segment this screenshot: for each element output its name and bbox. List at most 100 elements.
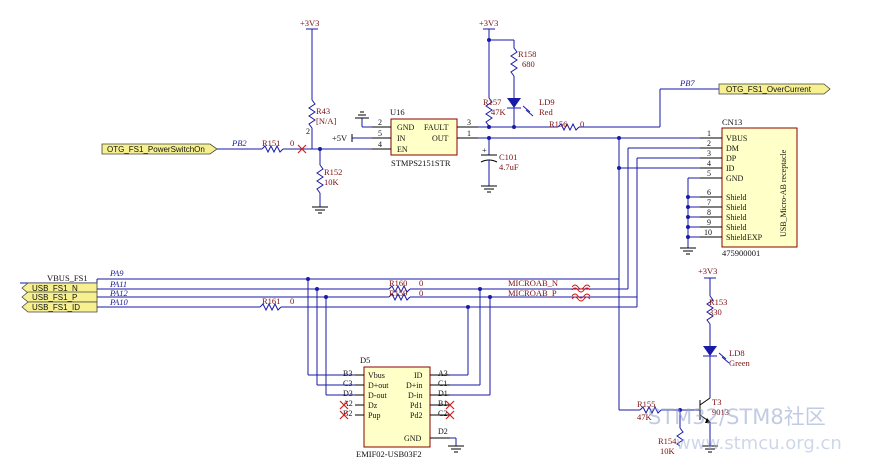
ld9-led <box>507 98 521 108</box>
r155-value: 47K <box>637 412 653 422</box>
usb-fs1-p-label: USB_FS1_P <box>32 293 77 302</box>
d5-num-c2: C2 <box>438 409 447 418</box>
ground-symbol-t3 <box>702 445 718 453</box>
cn13-num-4: 4 <box>707 159 711 168</box>
r158-ref: R158 <box>518 49 536 59</box>
otg-power-label: OTG_FS1_PowerSwitchOn <box>107 145 205 154</box>
otg-overcurrent-flag <box>718 83 831 95</box>
u16-num-3: 3 <box>467 118 471 127</box>
cn13-pin-exp: EXP <box>747 233 763 242</box>
r157-value: 47K <box>491 107 507 117</box>
cn13-num-10: 10 <box>704 228 712 237</box>
u16-num-2: 2 <box>378 118 382 127</box>
u16-part: STMPS2151STR <box>391 158 451 168</box>
pa11-label: PA11 <box>109 279 127 289</box>
r154-resistor <box>676 427 684 447</box>
pa12-label: PA12 <box>109 288 129 298</box>
r157-resistor <box>485 97 493 127</box>
d5-pin-pd2: Pd2 <box>410 411 422 420</box>
cn13-num-2: 2 <box>707 139 711 148</box>
d5-part: EMIF02-USB03F2 <box>356 449 422 459</box>
d5-pin-dmin: D-in <box>408 391 423 400</box>
pb2-label: PB2 <box>231 138 247 148</box>
d5-pin-pd1: Pd1 <box>410 401 422 410</box>
t3-value: 9013 <box>712 407 729 417</box>
vbus-fs1-label: VBUS_FS1 <box>47 273 88 283</box>
ld8-value: Green <box>729 358 751 368</box>
u16-num-4: 4 <box>378 140 382 149</box>
r161-value: 0 <box>290 296 294 306</box>
r161-ref: R161 <box>262 296 280 306</box>
cn13-num-9: 9 <box>707 218 711 227</box>
cn13-pin-gnd: GND <box>726 174 744 183</box>
r156-ref: R156 <box>549 119 567 129</box>
d5-num-b3: B3 <box>343 369 352 378</box>
watermark-line2: www.stmcu.org.cn <box>676 433 842 454</box>
r160-ref: R160 <box>389 278 407 288</box>
r152-ref: R152 <box>324 167 342 177</box>
d5-pin-id: ID <box>414 371 423 380</box>
c101-value: 4.7uF <box>499 162 519 172</box>
svg-text:+: + <box>482 145 487 155</box>
u16-num-5: 5 <box>378 129 382 138</box>
u16-ref: U16 <box>390 107 405 117</box>
cn13-pin-vbus: VBUS <box>726 134 747 143</box>
d5-num-d2: D2 <box>438 427 448 436</box>
r153-resistor <box>706 295 714 325</box>
cn13-pin-dm: DM <box>726 144 739 153</box>
cn13-pin-id: ID <box>726 164 735 173</box>
t3-ref: T3 <box>712 397 721 407</box>
power-label-5v: +5V <box>332 133 348 143</box>
r158-value: 680 <box>522 59 535 69</box>
r154-ref: R154 <box>658 436 677 446</box>
u16-pin-in: IN <box>397 134 406 143</box>
u16-pin-gnd: GND <box>397 123 415 132</box>
r157-ref: R157 <box>483 97 501 107</box>
d5-num-a3: A3 <box>438 369 448 378</box>
u16-pin-en: EN <box>397 145 408 154</box>
d5-pin-dpin: D+in <box>406 381 423 390</box>
cn13-num-8: 8 <box>707 208 711 217</box>
d5-pin-vbus: Vbus <box>368 371 385 380</box>
cn13-pin-dp: DP <box>726 154 737 163</box>
ld9-value: Red <box>539 107 553 117</box>
ground-symbol-c101 <box>481 185 497 193</box>
cn13-num-6: 6 <box>707 188 711 197</box>
d5-num-b1: B1 <box>438 399 447 408</box>
r156-value: 0 <box>580 119 584 129</box>
r43-ref: R43 <box>316 106 330 116</box>
cn13-num-3: 3 <box>707 149 711 158</box>
d5-nc-marks <box>339 400 455 420</box>
u16-body <box>390 118 458 156</box>
ferrite-marks <box>571 284 591 302</box>
microab-p-label: MICROAB_P <box>508 288 557 298</box>
d5-num-b2: B2 <box>343 409 352 418</box>
usb-fs1-id-label: USB_FS1_ID <box>32 303 80 312</box>
ground-symbol-r152 <box>312 206 328 214</box>
otg-overcurrent-label: OTG_FS1_OverCurrent <box>726 85 812 94</box>
r152-resistor <box>316 164 324 194</box>
cn13-pin-shield-7: Shield <box>726 203 746 212</box>
r151-ref: R151 <box>262 138 280 148</box>
r160-resistor <box>388 284 411 294</box>
pa10-label: PA10 <box>109 297 129 307</box>
r159-resistor <box>388 292 411 302</box>
r153-ref: R153 <box>709 297 727 307</box>
svg-text:2: 2 <box>306 127 310 136</box>
r160-value: 0 <box>419 278 423 288</box>
cn13-num-5: 5 <box>707 169 711 178</box>
d5-body <box>363 366 431 448</box>
u16-pin-fault: FAULT <box>424 123 449 132</box>
u16-pin-out: OUT <box>432 134 449 143</box>
cn13-pin-shield-6: Shield <box>726 193 746 202</box>
r43-value: [N/A] <box>316 116 336 126</box>
cn13-pin-shield-10: Shield <box>726 233 746 242</box>
r159-value: 0 <box>419 288 423 298</box>
cn13-body <box>721 127 798 248</box>
d5-pin-dpout: D+out <box>368 381 389 390</box>
ground-symbol-d5 <box>448 445 464 453</box>
nc-mark-r151 <box>297 144 307 154</box>
r155-resistor <box>639 405 662 415</box>
pa9-label: PA9 <box>109 268 124 278</box>
